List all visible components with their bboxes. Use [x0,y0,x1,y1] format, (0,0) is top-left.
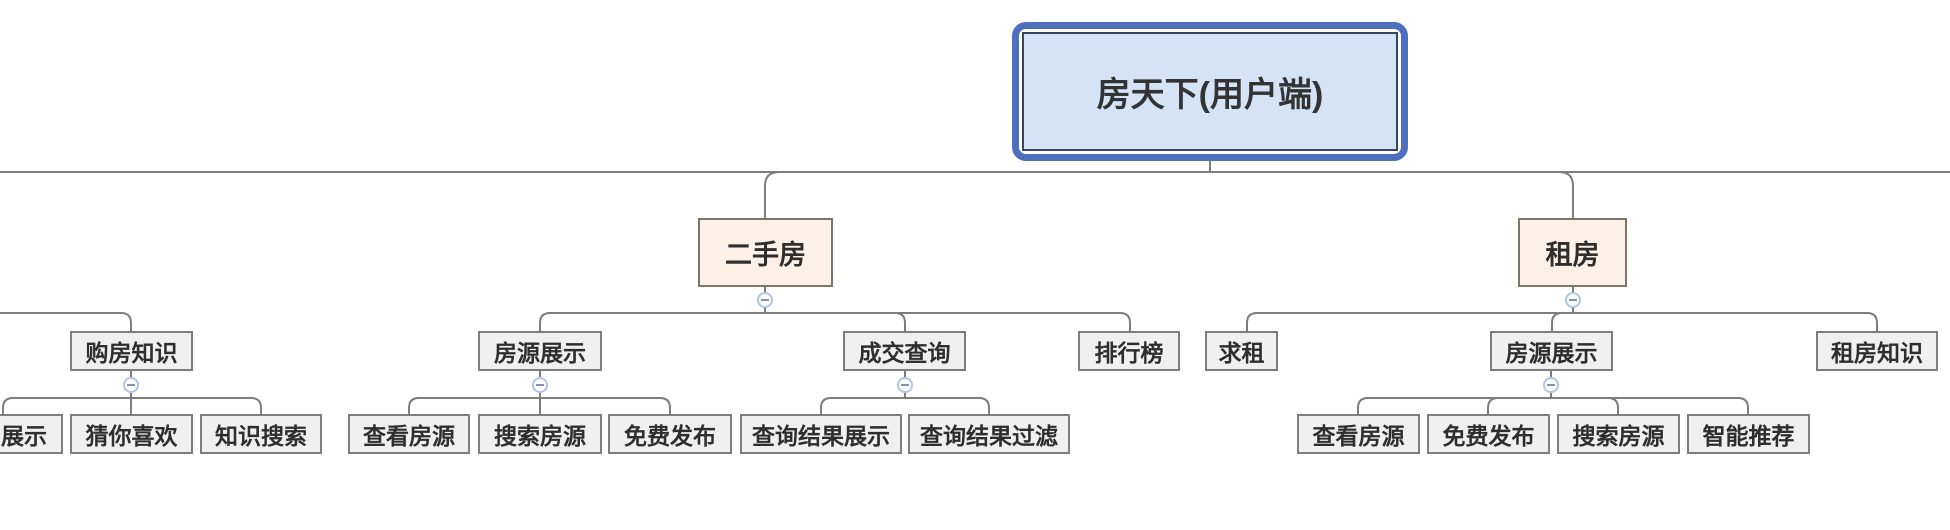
root-topic[interactable]: 房天下(用户端) [1022,32,1398,151]
node-deal-query[interactable]: 成交查询 [843,331,966,371]
node-view-listing-secondhand[interactable]: 查看房源 [348,414,470,454]
branch-second-hand-house[interactable]: 二手房 [698,218,833,287]
minus-icon [127,384,135,386]
node-search-listing-secondhand[interactable]: 搜索房源 [478,414,602,454]
node-ranking-list[interactable]: 排行榜 [1078,331,1180,371]
node-knowledge-display-partial[interactable]: 展示 [0,414,63,454]
minus-icon [901,384,909,386]
collapse-button-buy-knowledge[interactable] [123,377,139,393]
node-free-publish-secondhand[interactable]: 免费发布 [608,414,732,454]
node-rent-knowledge[interactable]: 租房知识 [1816,331,1938,371]
node-view-listing-rent[interactable]: 查看房源 [1297,414,1420,454]
node-listing-display-secondhand[interactable]: 房源展示 [478,331,602,371]
minus-icon [761,299,769,301]
node-listing-display-rent[interactable]: 房源展示 [1490,331,1613,371]
node-query-result-filter[interactable]: 查询结果过滤 [908,414,1070,454]
root-topic-selection-border[interactable]: 房天下(用户端) [1012,22,1408,161]
collapse-button-renting[interactable] [1565,292,1581,308]
collapse-button-second-hand[interactable] [757,292,773,308]
collapse-button-listing-secondhand[interactable] [532,377,548,393]
node-smart-recommend[interactable]: 智能推荐 [1687,414,1810,454]
branch-renting[interactable]: 租房 [1518,218,1627,287]
node-guess-you-like[interactable]: 猜你喜欢 [70,414,193,454]
node-free-publish-rent[interactable]: 免费发布 [1427,414,1550,454]
collapse-button-listing-rent[interactable] [1543,377,1559,393]
node-buy-house-knowledge[interactable]: 购房知识 [70,331,193,371]
node-search-listing-rent[interactable]: 搜索房源 [1557,414,1680,454]
minus-icon [536,384,544,386]
node-query-result-display[interactable]: 查询结果展示 [740,414,902,454]
node-knowledge-search[interactable]: 知识搜索 [200,414,322,454]
collapse-button-deal-query[interactable] [897,377,913,393]
minus-icon [1547,384,1555,386]
node-seek-rent[interactable]: 求租 [1205,331,1278,371]
minus-icon [1569,299,1577,301]
